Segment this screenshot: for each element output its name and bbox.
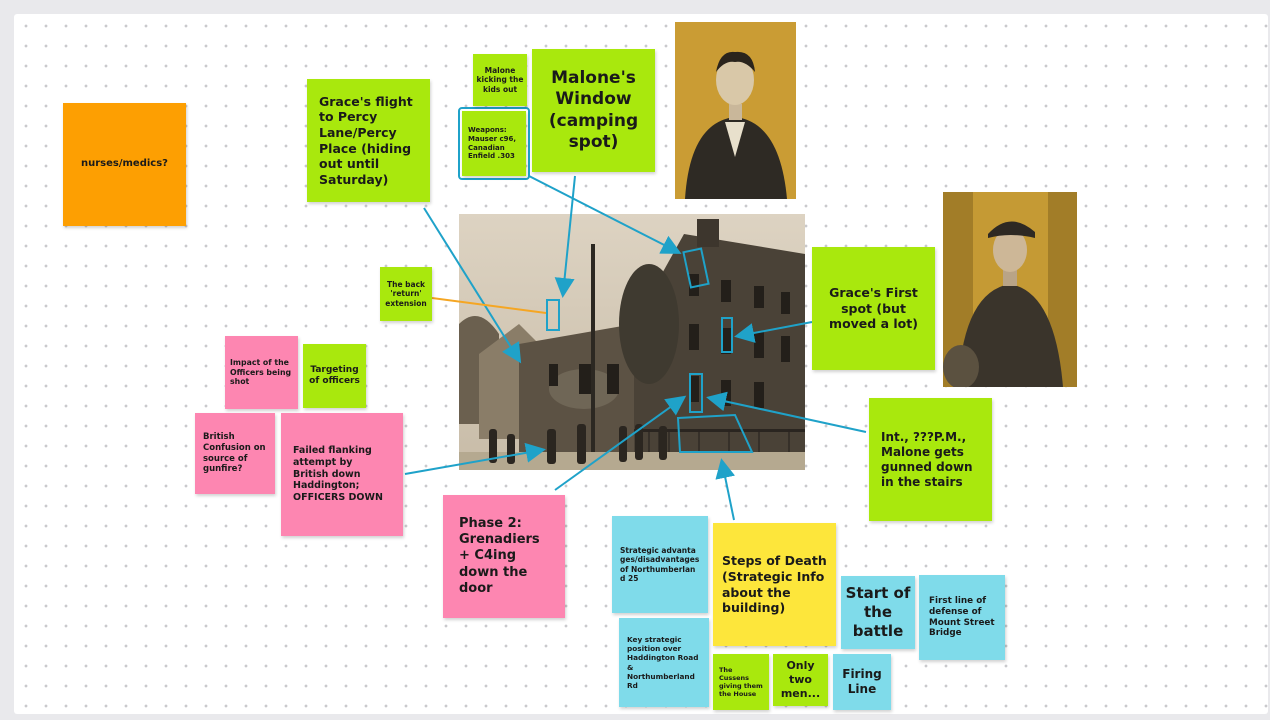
- note-malones-window[interactable]: Malone's Window (camping spot): [532, 49, 655, 172]
- portrait-grace-photo[interactable]: [943, 192, 1077, 387]
- note-text: Targeting of officers: [309, 364, 360, 386]
- note-steps-of-death[interactable]: Steps of Death (Strategic Info about the…: [713, 523, 836, 646]
- note-text: Key strategic position over Haddington R…: [627, 635, 699, 690]
- note-british-confusion[interactable]: British Confusion on source of gunfire?: [195, 413, 275, 494]
- portrait-grace-image: [943, 192, 1077, 387]
- note-text: Grace's First spot (but moved a lot): [829, 285, 918, 332]
- note-only-two-men[interactable]: Only two men...: [773, 654, 828, 706]
- note-malone-gunned-down[interactable]: Int., ???P.M., Malone gets gunned down i…: [869, 398, 992, 521]
- note-text: Grace's flight to Percy Lane/Percy Place…: [319, 93, 413, 187]
- note-impact-officers[interactable]: Impact of the Officers being shot: [225, 336, 298, 409]
- note-text: The Cussens giving them the House: [719, 665, 763, 699]
- note-strategic-advantages[interactable]: Strategic advantages/disadvantages of No…: [612, 516, 708, 613]
- note-text: nurses/medics?: [81, 158, 168, 170]
- note-targeting-officers[interactable]: Targeting of officers: [303, 344, 366, 408]
- note-failed-flanking[interactable]: Failed flanking attempt by British down …: [281, 413, 403, 536]
- building-photo-image: [459, 214, 805, 470]
- note-nurses-medics[interactable]: nurses/medics?: [63, 103, 186, 226]
- note-key-strategic-position[interactable]: Key strategic position over Haddington R…: [619, 618, 709, 707]
- note-text: Start of the battle: [845, 584, 911, 640]
- note-text: Weapons: Mauser c96, Canadian Enfield .3…: [468, 126, 517, 161]
- note-cussens[interactable]: The Cussens giving them the House: [713, 654, 769, 710]
- note-text: Only two men...: [780, 659, 821, 700]
- note-back-return[interactable]: The back 'return' extension: [380, 267, 432, 321]
- portrait-malone-photo[interactable]: [675, 22, 796, 199]
- note-malone-kicking[interactable]: Malone kicking the kids out: [473, 54, 527, 106]
- note-text: Malone's Window (camping spot): [548, 68, 639, 152]
- note-text: The back 'return' extension: [385, 279, 427, 308]
- note-weapons[interactable]: Weapons: Mauser c96, Canadian Enfield .3…: [462, 111, 526, 176]
- note-first-line-defense[interactable]: First line of defense of Mount Street Br…: [919, 575, 1005, 660]
- note-firing-line[interactable]: Firing Line: [833, 654, 891, 710]
- note-grace-first-spot[interactable]: Grace's First spot (but moved a lot): [812, 247, 935, 370]
- note-text: British Confusion on source of gunfire?: [203, 432, 266, 475]
- note-text: Strategic advantages/disadvantages of No…: [620, 545, 700, 583]
- note-text: Impact of the Officers being shot: [230, 357, 292, 387]
- note-start-of-battle[interactable]: Start of the battle: [841, 576, 915, 649]
- building-photo[interactable]: [459, 214, 805, 470]
- note-text: First line of defense of Mount Street Br…: [929, 595, 995, 639]
- note-phase-2[interactable]: Phase 2: Grenadiers + C4ing down the doo…: [443, 495, 565, 618]
- note-text: Firing Line: [842, 667, 882, 696]
- note-text: Int., ???P.M., Malone gets gunned down i…: [881, 429, 973, 489]
- note-text: Phase 2: Grenadiers + C4ing down the doo…: [459, 515, 540, 596]
- note-text: Malone kicking the kids out: [476, 65, 524, 94]
- note-text: Steps of Death (Strategic Info about the…: [722, 553, 827, 616]
- note-text: Failed flanking attempt by British down …: [293, 444, 383, 504]
- note-grace-flight[interactable]: Grace's flight to Percy Lane/Percy Place…: [307, 79, 430, 202]
- portrait-malone-image: [675, 22, 796, 199]
